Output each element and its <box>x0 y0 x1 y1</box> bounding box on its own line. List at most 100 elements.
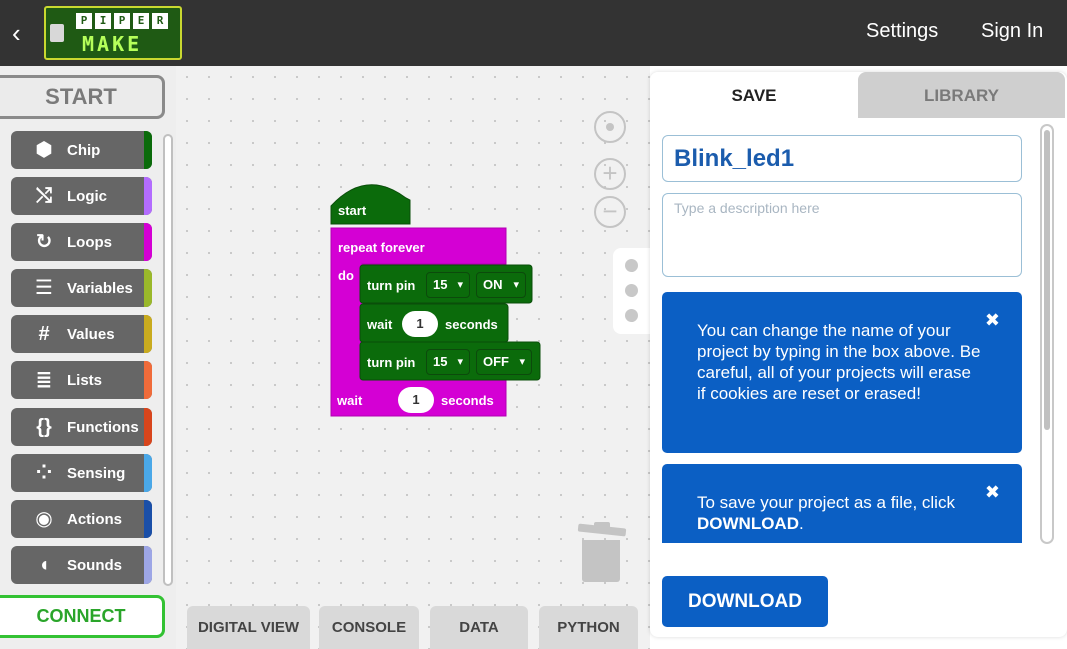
chevron-left-icon[interactable]: ‹ <box>12 18 21 48</box>
turn-pin-label: turn pin <box>367 355 416 370</box>
shuffle-icon: ⤭ <box>36 185 52 207</box>
loop-arrow-icon: ↻ <box>35 231 53 253</box>
logo-letter: E <box>133 13 149 29</box>
logo-letter: R <box>152 13 168 29</box>
notice-text-prefix: To save your project as a file, click <box>697 493 955 512</box>
panel-scrollbar[interactable] <box>1040 124 1054 544</box>
pin-state-dropdown[interactable]: OFF <box>476 349 532 375</box>
category-sounds[interactable]: ◖ Sounds <box>11 546 152 584</box>
chip-icon <box>50 24 64 42</box>
turn-pin-label: turn pin <box>367 278 416 293</box>
start-label: start <box>338 203 367 218</box>
connect-button[interactable]: CONNECT <box>0 595 165 638</box>
notice-text-bold: DOWNLOAD <box>697 514 799 533</box>
dots-cluster-icon: ⁘ <box>35 462 53 484</box>
close-icon[interactable]: ✖ <box>984 310 1000 330</box>
wait-label: wait <box>367 317 393 332</box>
tab-python[interactable]: PYTHON <box>539 606 638 649</box>
repeat-forever-label: repeat forever <box>338 240 425 255</box>
seconds-label: seconds <box>441 393 494 408</box>
trash-lid <box>577 523 627 537</box>
wait-seconds-input[interactable]: 1 <box>402 311 438 337</box>
category-label: Chip <box>67 142 101 159</box>
category-label: Variables <box>67 280 133 297</box>
recenter-icon[interactable] <box>594 111 626 143</box>
close-icon[interactable]: ✖ <box>984 482 1000 502</box>
trash-icon[interactable] <box>577 522 627 584</box>
start-button[interactable]: START <box>0 75 165 119</box>
handle-dot-icon <box>625 309 638 322</box>
block-workspace[interactable]: + − start repeat forever do turn pin 15 … <box>176 66 650 649</box>
sidebar-scrollbar[interactable] <box>163 134 173 586</box>
logo-letter: P <box>114 13 130 29</box>
start-block[interactable] <box>330 184 411 225</box>
pin-state-dropdown[interactable]: ON <box>476 272 526 298</box>
logo-letter: I <box>95 13 111 29</box>
category-functions[interactable]: {} Functions <box>11 408 152 446</box>
settings-link[interactable]: Settings <box>866 20 939 42</box>
zoom-out-icon[interactable]: − <box>594 196 626 228</box>
speaker-icon: ◖ <box>37 554 51 576</box>
category-color-stripe <box>144 315 152 353</box>
category-variables[interactable]: ☰ Variables <box>11 269 152 307</box>
category-label: Functions <box>67 419 139 436</box>
handle-dot-icon <box>625 259 638 272</box>
seconds-label: seconds <box>445 317 498 332</box>
category-color-stripe <box>144 500 152 538</box>
scrollbar-thumb[interactable] <box>1044 130 1050 430</box>
block-category-sidebar: START ⬢ Chip ⤭ Logic ↻ Loops ☰ Variables… <box>0 66 176 649</box>
zoom-in-icon[interactable]: + <box>594 158 626 190</box>
category-label: Sensing <box>67 465 126 482</box>
category-values[interactable]: # Values <box>11 315 152 353</box>
category-color-stripe <box>144 361 152 399</box>
category-sensing[interactable]: ⁘ Sensing <box>11 454 152 492</box>
sign-in-link[interactable]: Sign In <box>981 20 1044 42</box>
download-notice: To save your project as a file, click DO… <box>662 464 1022 543</box>
project-description-input[interactable] <box>662 193 1022 277</box>
notice-text: You can change the name of your project … <box>697 321 981 403</box>
tab-console[interactable]: CONSOLE <box>319 606 419 649</box>
category-label: Logic <box>67 188 107 205</box>
category-actions[interactable]: ◉ Actions <box>11 500 152 538</box>
notice-text-suffix: . <box>798 514 804 533</box>
category-label: Values <box>67 326 115 343</box>
category-label: Loops <box>67 234 112 251</box>
category-color-stripe <box>144 131 152 169</box>
download-button[interactable]: DOWNLOAD <box>662 576 828 627</box>
rename-notice: You can change the name of your project … <box>662 292 1022 453</box>
category-color-stripe <box>144 223 152 261</box>
tab-data[interactable]: DATA <box>430 606 528 649</box>
pin-dropdown[interactable]: 15 <box>426 349 470 375</box>
project-name-input[interactable] <box>662 135 1022 182</box>
category-color-stripe <box>144 546 152 584</box>
category-label: Sounds <box>67 557 122 574</box>
category-chip[interactable]: ⬢ Chip <box>11 131 152 169</box>
category-lists[interactable]: ≣ Lists <box>11 361 152 399</box>
hexagon-icon: ⬢ <box>35 139 53 161</box>
trash-can-body <box>582 540 620 582</box>
handle-dot-icon <box>625 284 638 297</box>
panel-handle[interactable] <box>613 248 651 334</box>
category-color-stripe <box>144 177 152 215</box>
pin-dropdown[interactable]: 15 <box>426 272 470 298</box>
do-label: do <box>338 268 354 283</box>
notice-text: To save your project as a file, click DO… <box>697 492 982 534</box>
wait-seconds-input[interactable]: 1 <box>398 387 434 413</box>
notice-list: You can change the name of your project … <box>662 292 1024 543</box>
category-color-stripe <box>144 408 152 446</box>
record-icon: ◉ <box>35 508 53 530</box>
logo-letter: P <box>76 13 92 29</box>
logo-text-make: MAKE <box>82 32 143 56</box>
save-panel: SAVE LIBRARY You can change the name of … <box>650 72 1067 637</box>
tab-save[interactable]: SAVE <box>650 72 858 118</box>
wait-label: wait <box>337 393 363 408</box>
category-loops[interactable]: ↻ Loops <box>11 223 152 261</box>
hash-icon: # <box>38 323 50 345</box>
category-logic[interactable]: ⤭ Logic <box>11 177 152 215</box>
tab-digital-view[interactable]: DIGITAL VIEW <box>187 606 310 649</box>
tab-library[interactable]: LIBRARY <box>858 72 1065 118</box>
braces-icon: {} <box>36 416 52 438</box>
